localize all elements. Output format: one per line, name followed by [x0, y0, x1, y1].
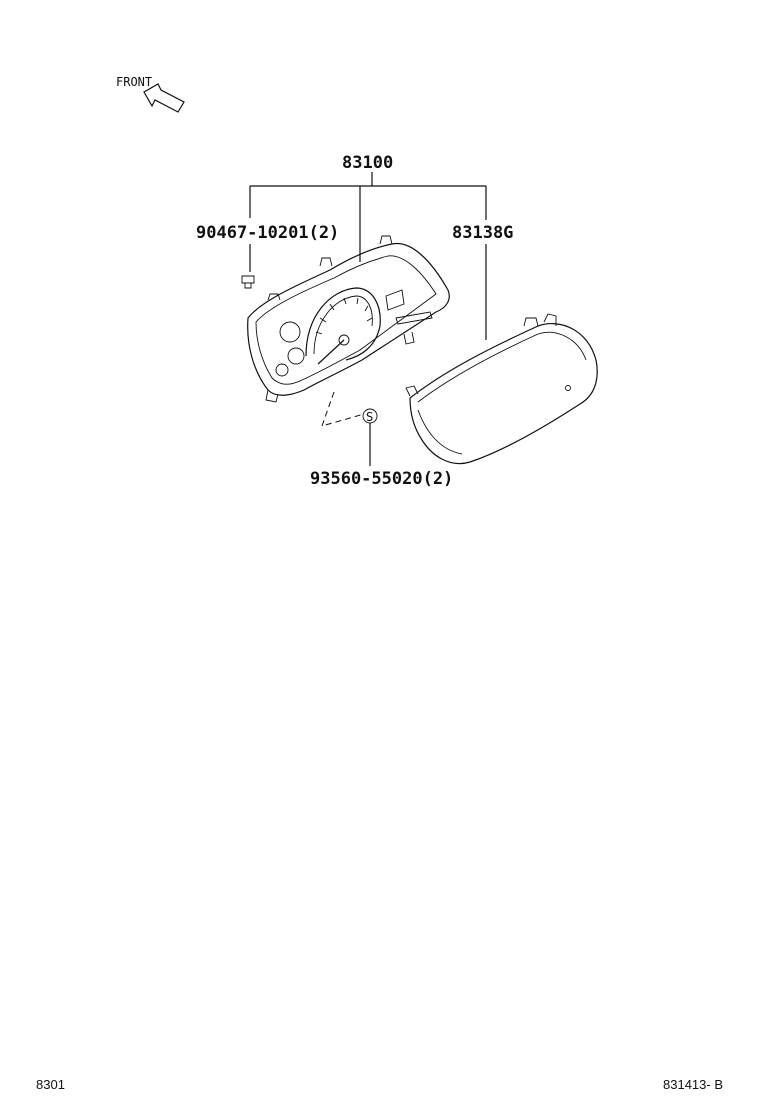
leader-tree — [249, 172, 487, 262]
screw-icon — [241, 275, 255, 289]
front-label: FRONT — [116, 75, 152, 89]
s-symbol-text: S — [366, 410, 373, 424]
cluster-lens-drawing — [405, 313, 598, 465]
s-symbol-icon: S — [362, 408, 378, 424]
part-number-83100[interactable]: 83100 — [342, 153, 393, 173]
footer-right-code: 831413- B — [663, 1077, 723, 1092]
part-number-93560[interactable]: 93560-55020(2) — [310, 469, 453, 489]
bulb-leader — [321, 391, 365, 427]
instrument-cluster-drawing — [247, 235, 450, 403]
footer-left-code: 8301 — [36, 1077, 65, 1092]
part-number-83138g[interactable]: 83138G — [452, 223, 513, 243]
part-number-90467[interactable]: 90467-10201(2) — [196, 223, 339, 243]
front-arrow-icon — [143, 83, 185, 113]
